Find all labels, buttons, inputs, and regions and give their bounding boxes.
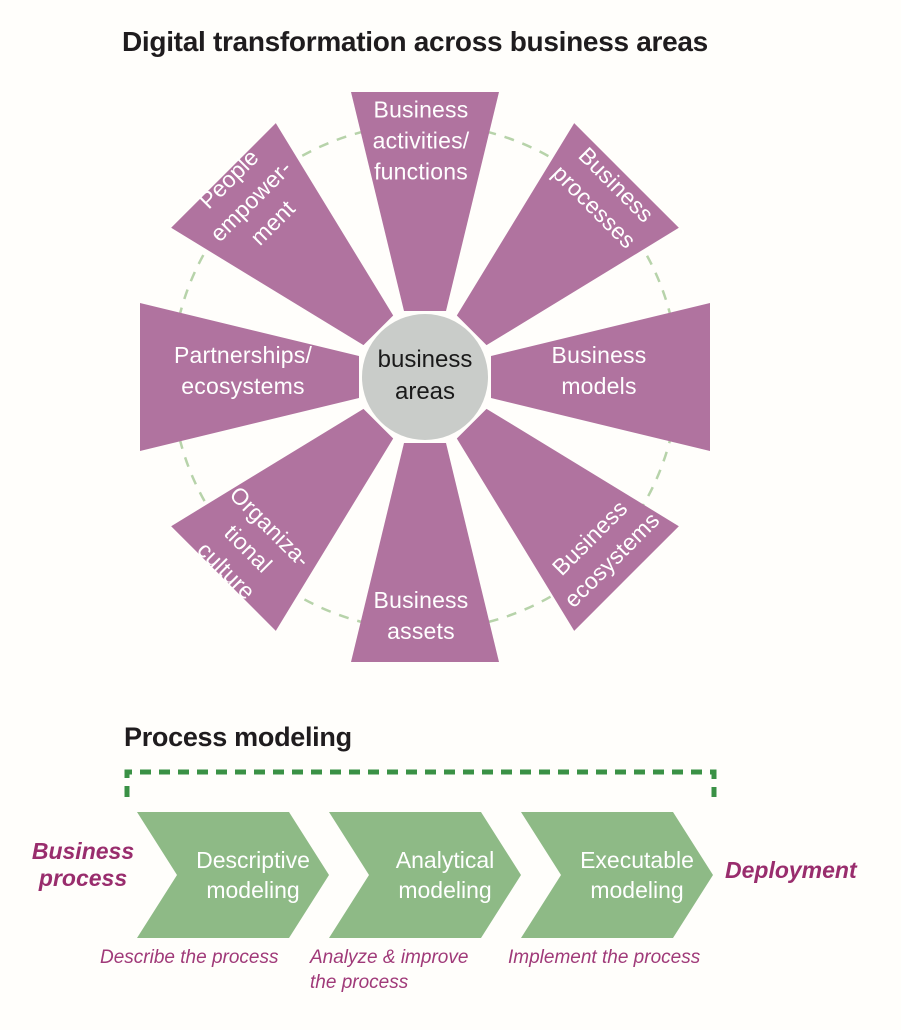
wedge-label-business-assets: Business assets	[373, 587, 469, 644]
process-section-title: Process modeling	[124, 722, 352, 752]
wedge-people-empowerment	[171, 123, 394, 346]
wedge-partnerships-ecosystems	[140, 303, 359, 451]
wedge-business-ecosystems	[456, 408, 679, 631]
wheel-wedges	[140, 92, 710, 662]
wedge-business-models	[491, 303, 710, 451]
wedge-business-activities-functions	[351, 92, 499, 311]
wedge-label-partnerships-ecosystems: Partnerships/ ecosystems	[173, 342, 313, 399]
center-circle	[362, 314, 488, 440]
caption-describe-process: Describe the process	[100, 947, 279, 968]
arrow-label-executable-modeling: Executable modeling	[580, 847, 694, 903]
wedge-label-business-activities-functions: Business activities/ functions	[372, 96, 470, 185]
wedge-business-assets	[351, 443, 499, 662]
wedge-business-processes	[456, 123, 679, 346]
arrow-executable-modeling	[521, 812, 713, 938]
wedge-organizational-culture	[171, 408, 394, 631]
diagram-title: Digital transformation across business a…	[122, 26, 708, 57]
label-business-process: Business process	[31, 838, 135, 891]
scope-bracket	[124, 769, 717, 797]
arrow-analytical-modeling	[329, 812, 521, 938]
process-arrows	[137, 812, 713, 938]
caption-analyze-improve-process: Analyze & improve the process	[310, 947, 469, 993]
arrow-label-descriptive-modeling: Descriptive modeling	[196, 847, 310, 903]
wedge-label-business-models: Business models	[551, 342, 647, 399]
arrow-descriptive-modeling	[137, 812, 329, 938]
center-label: business areas	[377, 346, 473, 405]
caption-implement-process: Implement the process	[508, 947, 701, 968]
arrow-label-analytical-modeling: Analytical modeling	[395, 847, 495, 903]
label-deployment: Deployment	[725, 857, 857, 883]
